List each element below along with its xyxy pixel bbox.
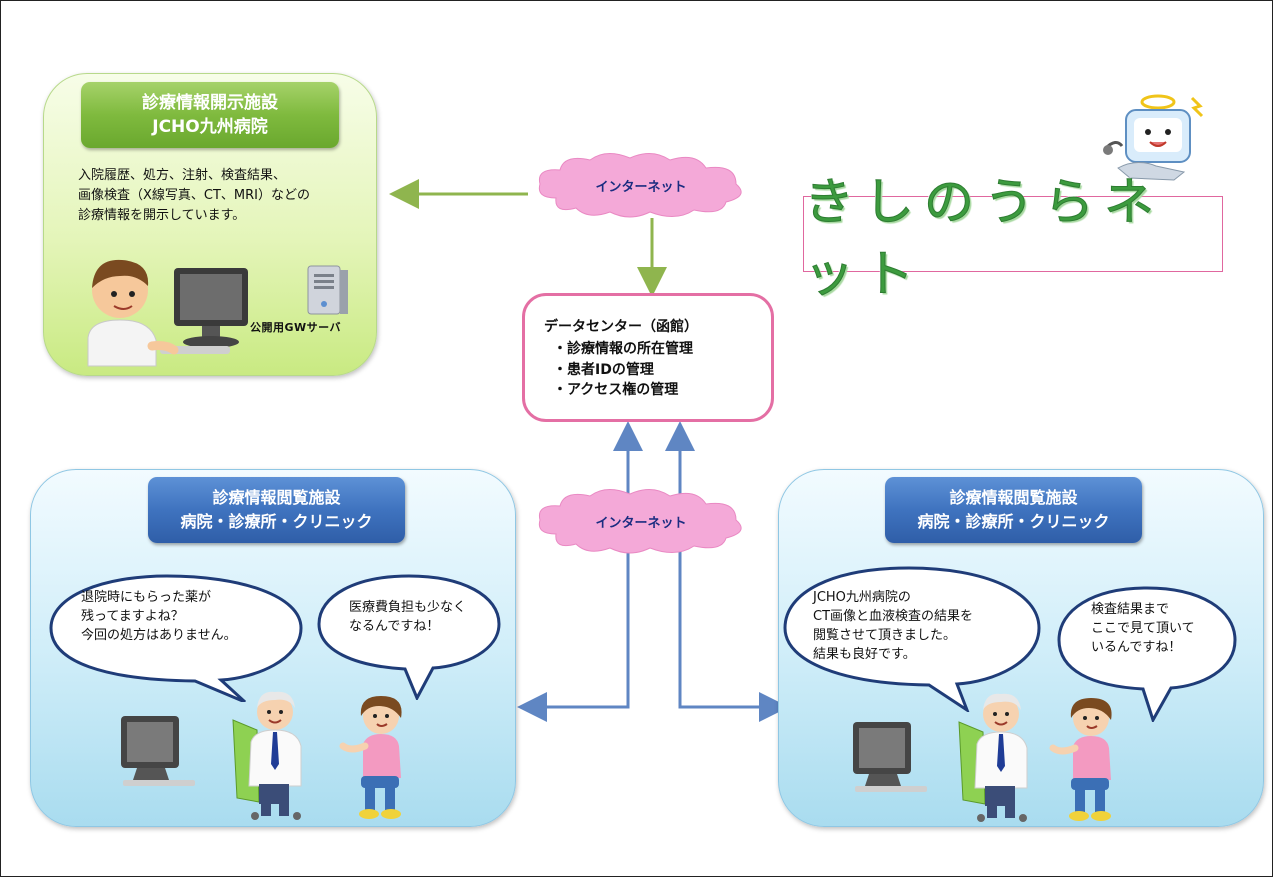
speech-line: 医療費負担も少なく — [349, 600, 467, 615]
viewer-facility-title-right: 診療情報閲覧施設 病院・診療所・クリニック — [885, 477, 1142, 543]
mascot-computer-icon — [1103, 94, 1204, 181]
disclosure-title-line1: 診療情報開示施設 — [142, 93, 278, 113]
internet-cloud-middle: インターネット — [526, 484, 756, 558]
speech-line: CT画像と血液検査の結果を — [813, 609, 974, 624]
viewer-facility-title-left: 診療情報閲覧施設 病院・診療所・クリニック — [148, 477, 405, 543]
doctor-speech-text-left: 退院時にもらった薬が 残ってますよね？ 今回の処方はありません。 — [81, 588, 237, 645]
patient-figure-icon — [339, 696, 402, 819]
datacenter-item: ・アクセス権の管理 — [553, 382, 679, 398]
disclosure-description: 入院履歴、処方、注射、検査結果、 画像検査（X線写真、CT、MRI）などの 診療… — [78, 166, 358, 226]
speech-line: JCHO九州病院の — [813, 590, 911, 605]
viewer-title-line1: 診療情報閲覧施設 — [212, 488, 341, 507]
disclosure-desc-line2: 画像検査（X線写真、CT、MRI）などの — [78, 188, 311, 203]
datacenter-item: ・診療情報の所在管理 — [553, 341, 693, 357]
disclosure-facility-title: 診療情報開示施設 JCHO九州病院 — [81, 82, 339, 148]
patient-speech-text-right: 検査結果まで ここで見て頂いて いるんですね！ — [1091, 600, 1195, 657]
patient-figure-icon — [1049, 698, 1112, 821]
server-label: 公開用GWサーバ — [250, 321, 342, 334]
datacenter-box: データセンター（函館） ・診療情報の所在管理 ・患者IDの管理 ・アクセス権の管… — [522, 293, 774, 422]
speech-line: 検査結果まで — [1091, 602, 1170, 617]
speech-line: 今回の処方はありません。 — [81, 628, 237, 643]
internet-cloud-top: インターネット — [526, 148, 756, 222]
doctor-figure-icon — [232, 691, 302, 820]
patient-speech-bubble-right — [1057, 586, 1237, 722]
speech-line: 退院時にもらった薬が — [81, 590, 212, 605]
network-logo: きしのうらネット — [803, 173, 1223, 304]
arrow-right-viewer — [665, 421, 768, 709]
datacenter-title: データセンター（函館） — [544, 319, 698, 335]
server-icon — [307, 265, 348, 315]
speech-line: いるんですね！ — [1091, 640, 1182, 655]
speech-line: 残ってますよね？ — [81, 609, 184, 624]
monitor-icon — [853, 722, 927, 792]
doctor-speech-text-right: JCHO九州病院の CT画像と血液検査の結果を 閲覧させて頂きました。 結果も良… — [813, 588, 973, 664]
doctor-speech-bubble-left — [49, 574, 303, 702]
monitor-icon — [121, 716, 195, 786]
disclosure-facility-panel: 診療情報開示施設 JCHO九州病院 入院履歴、処方、注射、検査結果、 画像検査（… — [43, 73, 377, 376]
speech-line: 結果も良好です。 — [813, 647, 916, 662]
patient-speech-bubble-left — [317, 574, 501, 700]
speech-line: 閲覧させて頂きました。 — [813, 628, 957, 643]
disclosure-desc-line3: 診療情報を開示しています。 — [78, 208, 246, 223]
speech-line: ここで見て頂いて — [1091, 621, 1195, 636]
arrow-left-viewer — [540, 421, 643, 709]
staff-at-computer-icon — [87, 259, 248, 367]
viewer-title-line1: 診療情報閲覧施設 — [949, 488, 1078, 507]
viewer-title-line2: 病院・診療所・クリニック — [917, 512, 1110, 531]
doctor-figure-icon — [958, 693, 1028, 822]
viewer-facility-panel-left: 診療情報閲覧施設 病院・診療所・クリニック 退院時にもらった薬が 残ってますよね… — [30, 469, 516, 827]
speech-line: なるんですね！ — [349, 619, 440, 634]
doctor-speech-bubble-right — [783, 566, 1041, 712]
datacenter-item: ・患者IDの管理 — [553, 362, 654, 378]
disclosure-title-line2: JCHO九州病院 — [152, 117, 268, 137]
disclosure-desc-line1: 入院履歴、処方、注射、検査結果、 — [78, 168, 287, 183]
viewer-title-line2: 病院・診療所・クリニック — [180, 512, 373, 531]
internet-label-top: インターネット — [595, 179, 687, 195]
viewer-facility-panel-right: 診療情報閲覧施設 病院・診療所・クリニック JCHO九州病院の CT画像と血液検… — [778, 469, 1264, 827]
network-logo-text: きしのうらネット — [804, 173, 1164, 304]
patient-speech-text-left: 医療費負担も少なく なるんですね！ — [349, 598, 466, 636]
internet-label-middle: インターネット — [595, 515, 687, 531]
